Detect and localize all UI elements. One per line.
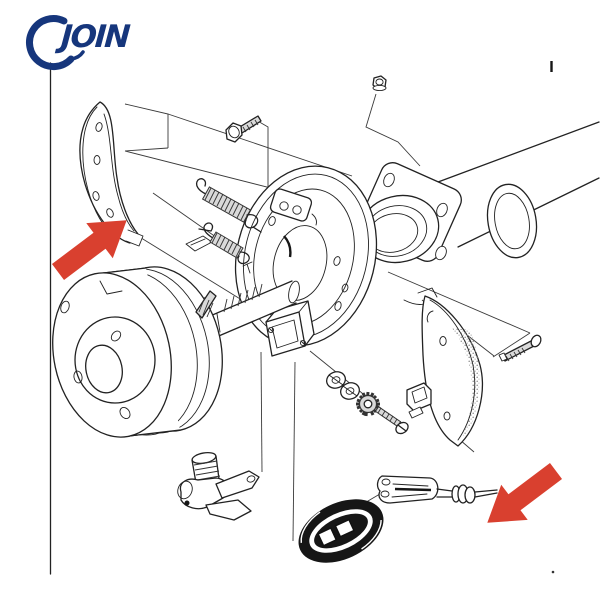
left-arrow-icon	[51, 220, 127, 280]
brand-logo-text: JOIN	[59, 19, 130, 55]
brake-lever	[177, 452, 260, 521]
hex-bolt	[225, 115, 262, 143]
brake-shoe-left	[79, 101, 144, 247]
logo-swoosh-icon	[26, 15, 85, 71]
oval-gasket	[298, 499, 384, 563]
hub-collar	[486, 183, 538, 259]
shoe-hold-down-tab	[185, 235, 213, 252]
top-bracket	[269, 188, 317, 226]
return-spring-upper	[195, 178, 262, 233]
adjuster-star-wheel	[356, 391, 380, 417]
axle-shaft	[195, 280, 300, 345]
dot-bottom-right	[551, 570, 555, 574]
right-arrow-icon	[487, 463, 563, 523]
brake-drum	[52, 266, 223, 438]
shoe-bracket	[406, 382, 432, 419]
adjuster-bolt	[374, 406, 409, 435]
wheel-cylinder	[265, 300, 315, 357]
washers	[326, 371, 360, 400]
brake-shoe-right	[417, 287, 483, 447]
cable-clevis	[376, 475, 498, 504]
phantom-lines-left	[124, 93, 421, 542]
return-spring-lower	[198, 222, 253, 274]
nut	[372, 75, 387, 92]
anchor-pin	[498, 334, 542, 362]
